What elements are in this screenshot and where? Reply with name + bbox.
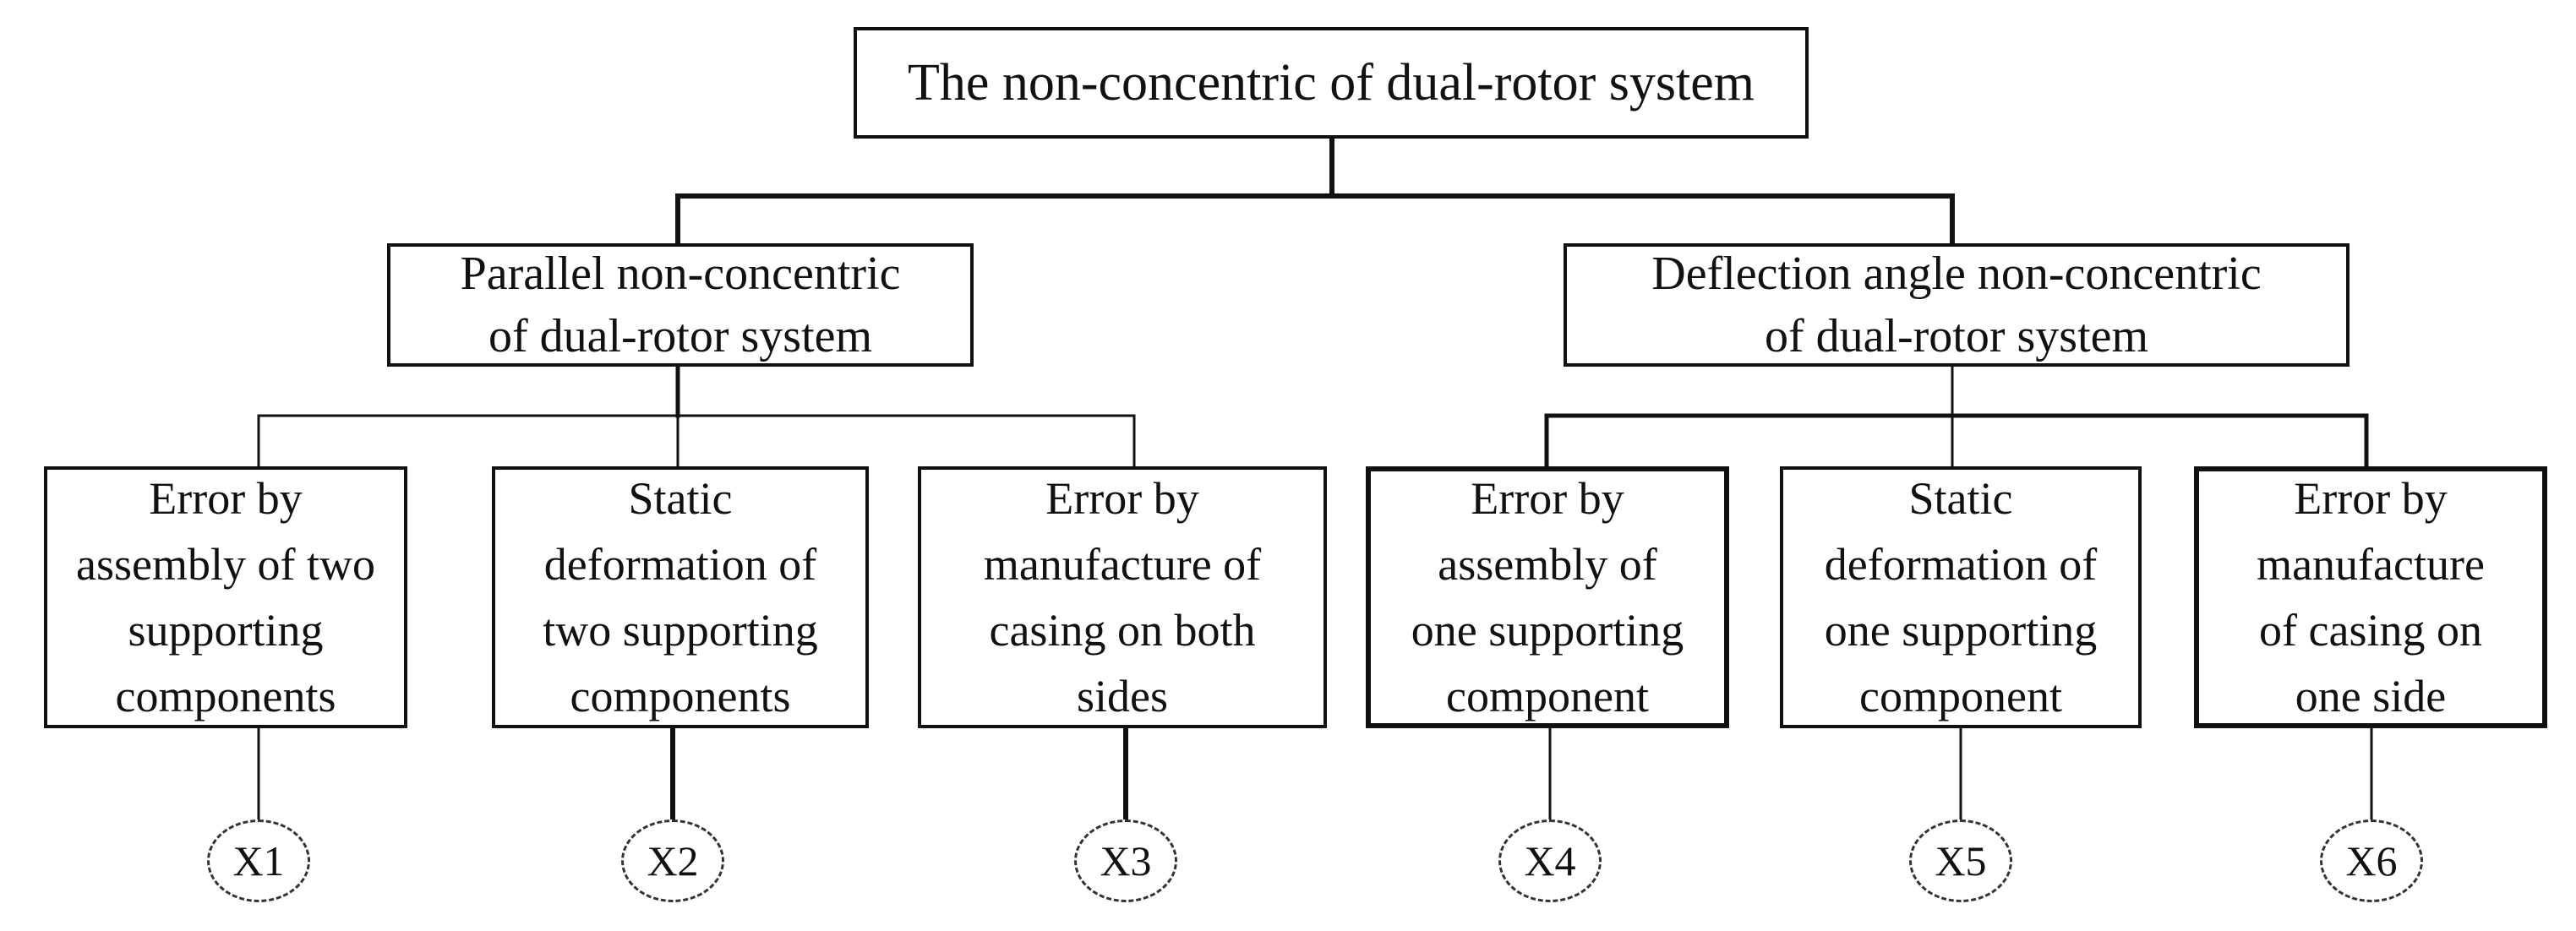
branch-node-parallel: Parallel non-concentric of dual-rotor sy… — [387, 243, 974, 367]
code-circle-x1: X1 — [207, 819, 310, 902]
leaf-node-2: Static deformation of two supporting com… — [492, 466, 869, 728]
leaf-node-5: Static deformation of one supporting com… — [1780, 466, 2142, 728]
code-circle-x4: X4 — [1498, 819, 1602, 902]
code-label: X5 — [1935, 837, 1987, 885]
code-circle-x2: X2 — [621, 819, 724, 902]
code-label: X1 — [232, 837, 285, 885]
branch-node-label: Parallel non-concentric of dual-rotor sy… — [460, 248, 901, 362]
code-circle-x5: X5 — [1909, 819, 2012, 902]
leaf-node-6: Error by manufacture of casing on one si… — [2194, 466, 2547, 728]
code-label: X2 — [647, 837, 699, 885]
code-label: X4 — [1524, 837, 1576, 885]
leaf-node-label: Static deformation of one supporting com… — [1824, 473, 2098, 721]
root-node-label: The non-concentric of dual-rotor system — [908, 54, 1755, 112]
leaf-node-label: Error by assembly of two supporting comp… — [76, 473, 375, 721]
code-label: X3 — [1100, 837, 1152, 885]
leaf-node-3: Error by manufacture of casing on both s… — [918, 466, 1327, 728]
root-node: The non-concentric of dual-rotor system — [854, 27, 1809, 139]
branch-node-label: Deflection angle non-concentric of dual-… — [1651, 248, 2262, 362]
leaf-node-label: Error by manufacture of casing on one si… — [2257, 473, 2485, 721]
leaf-node-label: Error by assembly of one supporting comp… — [1411, 473, 1684, 721]
branch-node-deflection: Deflection angle non-concentric of dual-… — [1564, 243, 2350, 367]
leaf-node-label: Error by manufacture of casing on both s… — [983, 473, 1262, 721]
code-circle-x3: X3 — [1074, 819, 1177, 902]
code-label: X6 — [2345, 837, 2398, 885]
leaf-node-1: Error by assembly of two supporting comp… — [44, 466, 407, 728]
code-circle-x6: X6 — [2320, 819, 2423, 902]
leaf-node-4: Error by assembly of one supporting comp… — [1366, 466, 1729, 728]
leaf-node-label: Static deformation of two supporting com… — [543, 473, 818, 721]
